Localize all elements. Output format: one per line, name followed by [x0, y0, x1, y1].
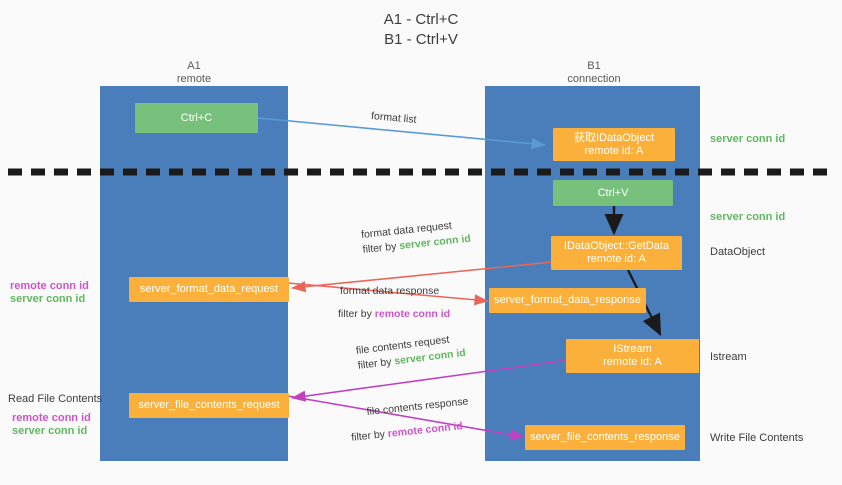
box-idataobject-getdata-line1: IDataObject::GetData	[563, 240, 670, 252]
title-line-2: B1 - Ctrl+V	[384, 31, 458, 48]
box-server-format-data-request-label: server_format_data_request	[139, 283, 279, 295]
filter-prefix: filter by	[338, 308, 375, 320]
box-server-format-data-response[interactable]: server_format_data_response	[489, 288, 646, 313]
diagram-title: A1 - Ctrl+C B1 - Ctrl+V	[0, 10, 842, 50]
left-label-server-conn-id-1: server conn id	[10, 293, 86, 305]
filter-prefix: filter by	[357, 355, 396, 372]
box-server-file-contents-response-label: server_file_contents_response	[530, 431, 680, 443]
filter-prefix: filter by	[350, 428, 389, 444]
edge-label-format-data-response-text: format data response	[340, 285, 440, 297]
box-server-format-data-request[interactable]: server_format_data_request	[129, 277, 289, 302]
box-server-file-contents-request[interactable]: server_file_contents_request	[129, 393, 289, 418]
box-istream-line1: IStream	[613, 343, 652, 355]
box-ctrl-c-label: Ctrl+C	[180, 111, 213, 124]
box-server-file-contents-response[interactable]: server_file_contents_response	[525, 425, 685, 450]
lane-header-b1-name: B1	[587, 60, 601, 72]
right-label-dataobject: DataObject	[710, 246, 766, 258]
edge-label-file-contents-response-text: file contents response	[366, 395, 469, 419]
right-label-write-file-contents: Write File Contents	[710, 432, 804, 444]
lane-header-b1-sub: connection	[567, 73, 621, 85]
box-istream[interactable]: IStream remote id: A	[566, 339, 699, 373]
edge-label-format-data-response-filter: filter by remote conn id	[338, 307, 450, 322]
box-get-idataobject-line1: 获取IDataObject	[573, 131, 655, 144]
lane-header-a1-sub: remote	[176, 73, 212, 85]
left-label-remote-conn-id-1: remote conn id	[10, 280, 89, 292]
box-get-idataobject-line2: remote id: A	[584, 144, 644, 157]
right-label-server-conn-id-top: server conn id	[710, 133, 786, 145]
filter-value-remote-conn-id: remote conn id	[387, 420, 464, 440]
box-server-file-contents-request-label: server_file_contents_request	[138, 399, 280, 411]
edge-label-format-list: format list	[370, 110, 417, 126]
edge-label-file-contents-response: file contents response filter by remote …	[351, 394, 472, 443]
lane-header-a1-name: A1	[187, 60, 201, 72]
filter-value-remote-conn-id: remote conn id	[374, 308, 451, 320]
edge-label-file-contents-request: file contents request filter by server c…	[355, 331, 466, 374]
title-line-1: A1 - Ctrl+C	[383, 11, 459, 28]
left-label-read-file-contents: Read File Contents	[8, 393, 103, 405]
filter-prefix: filter by	[362, 240, 400, 256]
box-get-idataobject[interactable]: 获取IDataObject remote id: A	[553, 128, 675, 161]
edge-label-format-data-request: format data request filter by server con…	[360, 217, 472, 258]
lane-header-a1: A1 remote	[114, 60, 274, 86]
box-ctrl-v-label: Ctrl+V	[597, 186, 629, 199]
box-server-format-data-response-label: server_format_data_response	[494, 294, 641, 306]
edge-label-file-contents-response-filter: filter by remote conn id	[351, 418, 472, 445]
box-idataobject-getdata[interactable]: IDataObject::GetData remote id: A	[551, 236, 682, 270]
right-label-istream: Istream	[710, 351, 747, 363]
lane-header-b1: B1 connection	[514, 60, 674, 86]
left-label-server-conn-id-2: server conn id	[12, 425, 88, 437]
right-label-server-conn-id-second: server conn id	[710, 211, 786, 223]
edge-label-format-data-response: format data response filter by remote co…	[338, 284, 450, 322]
box-istream-line2: remote id: A	[603, 356, 662, 368]
box-ctrl-v[interactable]: Ctrl+V	[553, 180, 673, 206]
box-ctrl-c[interactable]: Ctrl+C	[135, 103, 258, 133]
left-label-remote-conn-id-2: remote conn id	[12, 412, 91, 424]
box-idataobject-getdata-line2: remote id: A	[587, 253, 646, 265]
